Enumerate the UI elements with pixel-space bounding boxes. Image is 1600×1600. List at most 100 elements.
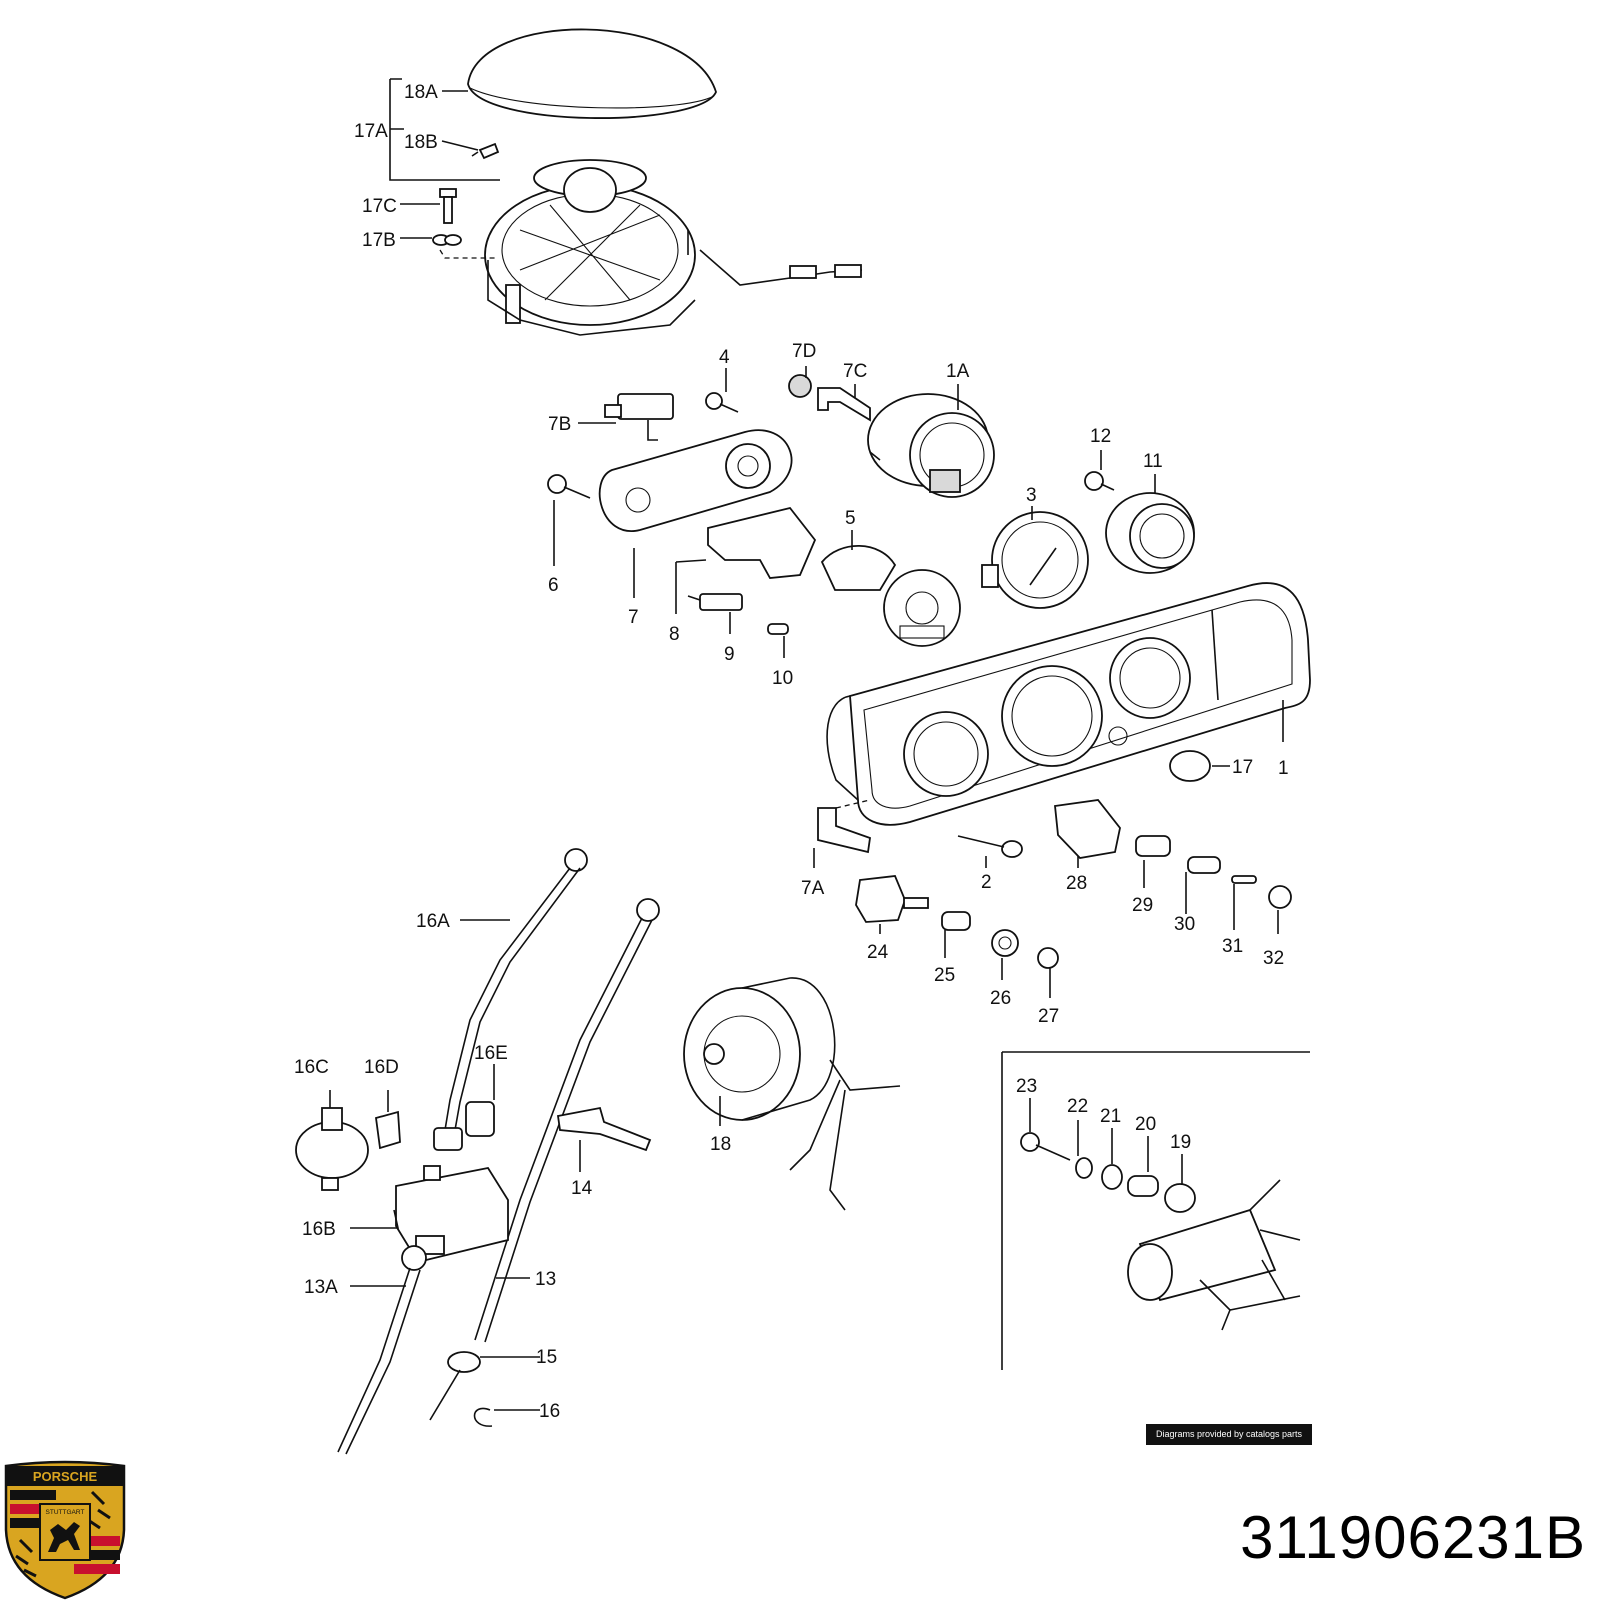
label-13: 13 xyxy=(535,1269,556,1290)
porsche-crest-logo: PORSCHE STUTTGART xyxy=(4,1460,126,1600)
bolt-17C xyxy=(439,188,457,224)
bracket-7A xyxy=(817,799,871,854)
plug-16E xyxy=(465,1101,495,1137)
credit-badge: Diagrams provided by catalogs parts xyxy=(1146,1424,1312,1445)
lamp-17 xyxy=(1169,750,1211,782)
instrument-housing-1 xyxy=(826,582,1311,826)
bracket-8 xyxy=(707,506,817,579)
fan-motor-housing xyxy=(484,159,863,336)
cap-19 xyxy=(1164,1183,1196,1213)
label-4: 4 xyxy=(719,347,730,368)
label-21: 21 xyxy=(1100,1106,1121,1127)
label-1: 1 xyxy=(1278,758,1289,779)
bulb-holder-9 xyxy=(687,593,743,611)
clip-16 xyxy=(473,1407,493,1427)
label-23: 23 xyxy=(1016,1076,1037,1097)
clip-16D xyxy=(375,1110,401,1150)
label-16E: 16E xyxy=(474,1043,508,1064)
label-24: 24 xyxy=(867,942,889,963)
label-15: 15 xyxy=(536,1347,557,1368)
screw-4 xyxy=(705,392,739,413)
label-30: 30 xyxy=(1174,914,1195,935)
label-5: 5 xyxy=(845,508,856,529)
label-29: 29 xyxy=(1132,895,1153,916)
label-2: 2 xyxy=(981,872,992,893)
knob-29 xyxy=(1135,835,1171,857)
screw-18B xyxy=(471,142,500,160)
screw-12 xyxy=(1084,471,1115,491)
knob-7D xyxy=(788,374,812,398)
gauge-5 xyxy=(820,544,897,591)
label-7A: 7A xyxy=(801,878,825,899)
panel-plate-7 xyxy=(598,429,793,533)
label-22: 22 xyxy=(1067,1096,1088,1117)
bracket-7C xyxy=(817,387,871,422)
label-6: 6 xyxy=(548,575,559,596)
label-32: 32 xyxy=(1263,948,1284,969)
logo-text-stuttgart: STUTTGART xyxy=(46,1509,85,1516)
label-28: 28 xyxy=(1066,873,1087,894)
fan-motor-inset xyxy=(1127,1179,1301,1331)
label-16: 16 xyxy=(539,1401,560,1422)
label-16C: 16C xyxy=(294,1057,329,1078)
screw-23 xyxy=(1020,1132,1071,1161)
label-8: 8 xyxy=(669,624,680,645)
nut-27 xyxy=(1037,947,1059,969)
label-26: 26 xyxy=(990,988,1011,1009)
spacer-20 xyxy=(1127,1175,1159,1197)
label-18: 18 xyxy=(710,1134,731,1155)
label-25: 25 xyxy=(934,965,955,986)
switch-24 xyxy=(855,875,929,923)
strap-14 xyxy=(556,1106,652,1152)
washer-22 xyxy=(1075,1157,1093,1179)
label-7D: 7D xyxy=(792,341,816,362)
label-18B: 18B xyxy=(404,132,438,153)
label-1A: 1A xyxy=(946,361,970,382)
label-10: 10 xyxy=(772,668,793,689)
blower-motor-18 xyxy=(683,977,901,1211)
label-12: 12 xyxy=(1090,426,1111,447)
bushing-21 xyxy=(1101,1164,1123,1190)
knob-30 xyxy=(1187,856,1221,874)
label-31: 31 xyxy=(1222,936,1243,957)
speedometer-1A xyxy=(867,393,995,498)
label-3: 3 xyxy=(1026,485,1037,506)
bulb-10 xyxy=(767,623,789,635)
fan-cover-dome xyxy=(467,28,717,119)
label-11: 11 xyxy=(1143,451,1163,472)
knob-25 xyxy=(941,911,971,931)
label-7C: 7C xyxy=(843,361,867,382)
junction-block-16B xyxy=(395,1165,509,1264)
cap-32 xyxy=(1268,885,1292,909)
screw-6 xyxy=(547,474,591,499)
screw-2 xyxy=(957,835,1023,858)
label-7: 7 xyxy=(628,607,639,628)
grommet-26 xyxy=(991,929,1019,957)
warning-lamp-plate xyxy=(883,569,961,647)
label-27: 27 xyxy=(1038,1006,1059,1027)
label-7B: 7B xyxy=(548,414,571,435)
washer-17B xyxy=(432,234,462,246)
part-number: 311906231B xyxy=(1240,1504,1586,1571)
leader-lines xyxy=(329,90,1284,1411)
label-16D: 16D xyxy=(364,1057,399,1078)
clock-11 xyxy=(1105,492,1195,574)
grommet-15 xyxy=(447,1351,481,1373)
label-9: 9 xyxy=(724,644,735,665)
label-16A: 16A xyxy=(416,911,450,932)
sender-16C xyxy=(295,1107,369,1191)
logo-text-porsche: PORSCHE xyxy=(33,1469,98,1484)
pin-31 xyxy=(1231,875,1257,884)
label-19: 19 xyxy=(1170,1132,1191,1153)
callout-labels: 18A 17A 18B 17C 17B 4 7D 7C 1A 7B 12 11 … xyxy=(294,82,1289,1422)
label-13A: 13A xyxy=(304,1277,338,1298)
switch-28 xyxy=(1054,799,1121,859)
switch-7B xyxy=(604,393,674,441)
label-17B: 17B xyxy=(362,230,396,251)
label-17: 17 xyxy=(1232,757,1253,778)
label-20: 20 xyxy=(1135,1114,1156,1135)
label-14: 14 xyxy=(571,1178,593,1199)
cable-16A xyxy=(433,848,588,1151)
label-17C: 17C xyxy=(362,196,397,217)
